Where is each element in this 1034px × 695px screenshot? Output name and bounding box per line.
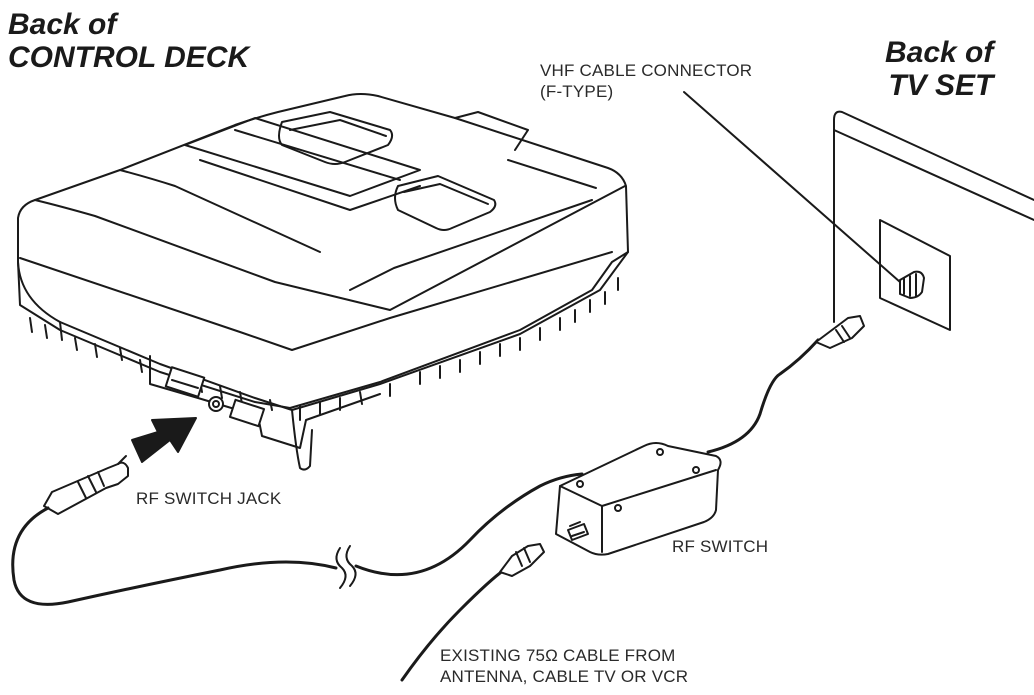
rf-switch-output-cable: [706, 315, 865, 454]
rf-switch-jack-label: RF SWITCH JACK: [136, 488, 281, 509]
tv-heading: Back of TV SET: [885, 36, 993, 102]
existing-cable-label-line1: EXISTING 75Ω CABLE FROM: [440, 646, 676, 665]
tv-set: [833, 110, 1034, 331]
f-type-plug: [815, 315, 865, 349]
deck-back-panel: [149, 355, 381, 449]
rf-cable-left: [11, 455, 584, 606]
control-deck: [17, 93, 629, 471]
vhf-connector-label: VHF CABLE CONNECTOR (F-TYPE): [540, 60, 752, 102]
rf-switch-label: RF SWITCH: [672, 536, 768, 557]
rf-switch-label-text: RF SWITCH: [672, 537, 769, 556]
antenna-cable: [400, 543, 545, 682]
rf-switch-box: [555, 442, 722, 556]
antenna-plug: [499, 543, 545, 577]
tv-heading-line1: Back of: [885, 36, 994, 69]
existing-cable-label: EXISTING 75Ω CABLE FROM ANTENNA, CABLE T…: [440, 645, 688, 687]
rf-plug: [43, 461, 129, 515]
deck-heading-line1: Back of: [8, 8, 117, 41]
vhf-connector: [899, 270, 925, 299]
rf-switch-jack-socket: [208, 396, 224, 412]
vhf-connector-label-line1: VHF CABLE CONNECTOR: [540, 61, 753, 80]
existing-cable-label-line2: ANTENNA, CABLE TV OR VCR: [440, 667, 689, 686]
deck-heading-line2: CONTROL DECK: [8, 41, 250, 74]
reset-button: [394, 175, 497, 231]
vhf-connector-label-line2: (F-TYPE): [540, 82, 614, 101]
vhf-leader-line: [683, 91, 901, 283]
tv-heading-line2: TV SET: [888, 69, 994, 102]
rf-switch-jack-label-text: RF SWITCH JACK: [136, 489, 282, 508]
deck-heading: Back of CONTROL DECK: [8, 8, 249, 74]
power-switch: [278, 111, 394, 165]
insert-arrow: [131, 417, 197, 463]
